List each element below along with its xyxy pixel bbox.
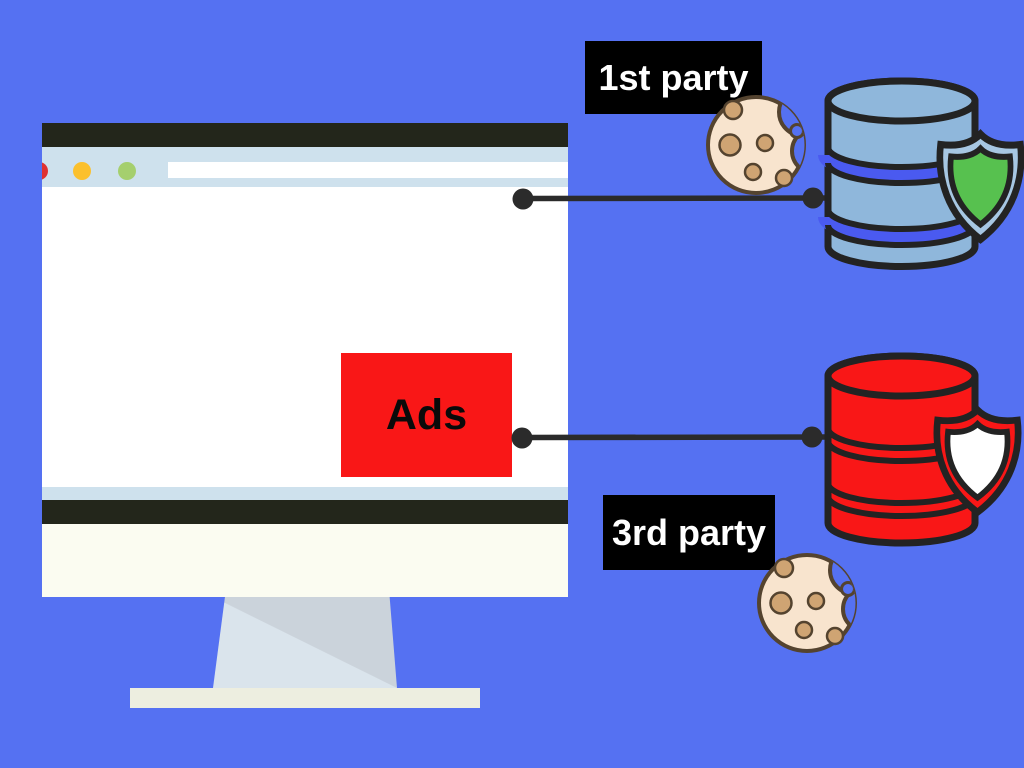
database-rim — [825, 146, 978, 170]
database-rim — [825, 224, 978, 248]
database-top — [824, 352, 979, 400]
connector-line — [522, 195, 828, 202]
shield-unprotected-icon — [933, 405, 1022, 517]
monitor-stand — [213, 597, 397, 688]
database-rim — [825, 427, 978, 451]
cookie-bite — [777, 96, 805, 175]
cookie-icon-third-party — [757, 553, 857, 653]
cookie-chips — [769, 557, 845, 646]
database-rim — [825, 482, 978, 506]
shield-inner — [947, 144, 1014, 229]
traffic-light-green-icon — [118, 162, 136, 180]
ads-banner-label: Ads — [385, 390, 468, 439]
monitor-stand-base — [130, 688, 480, 708]
database-rim — [825, 162, 978, 186]
browser-toolbar — [42, 147, 568, 187]
first-party-label-text: 1st party — [598, 56, 749, 98]
connector-endpoint-dot — [802, 187, 824, 209]
shield-outer — [936, 129, 1024, 244]
database-body — [824, 352, 979, 547]
shield-outer — [933, 405, 1022, 517]
database-icon-first-party — [818, 77, 985, 270]
cookie-bite — [828, 554, 856, 633]
monitor-chin — [42, 524, 568, 597]
database-body — [824, 77, 979, 270]
database-gap — [818, 153, 985, 181]
database-rim — [825, 208, 978, 232]
database-gap — [818, 215, 985, 243]
database-icon-third-party — [824, 352, 979, 547]
traffic-light-yellow-icon — [73, 162, 91, 180]
third-party-label-text: 3rd party — [611, 511, 767, 553]
connector-endpoint-dot — [801, 426, 823, 448]
monitor-bottom-bezel — [42, 500, 568, 524]
browser-statusbar — [42, 487, 568, 500]
shield-inner — [944, 419, 1011, 502]
traffic-light-red-icon — [42, 162, 48, 180]
shield-protected-icon — [936, 129, 1024, 244]
third-party-label: 3rd party — [603, 495, 775, 570]
database-top — [824, 77, 979, 125]
database-rim — [825, 440, 978, 464]
ads-banner: Ads — [341, 353, 512, 477]
first-party-label: 1st party — [585, 41, 762, 114]
url-bar — [168, 162, 568, 178]
database-rim — [825, 495, 978, 519]
monitor-top-bezel — [42, 123, 568, 147]
monitor — [42, 123, 568, 597]
